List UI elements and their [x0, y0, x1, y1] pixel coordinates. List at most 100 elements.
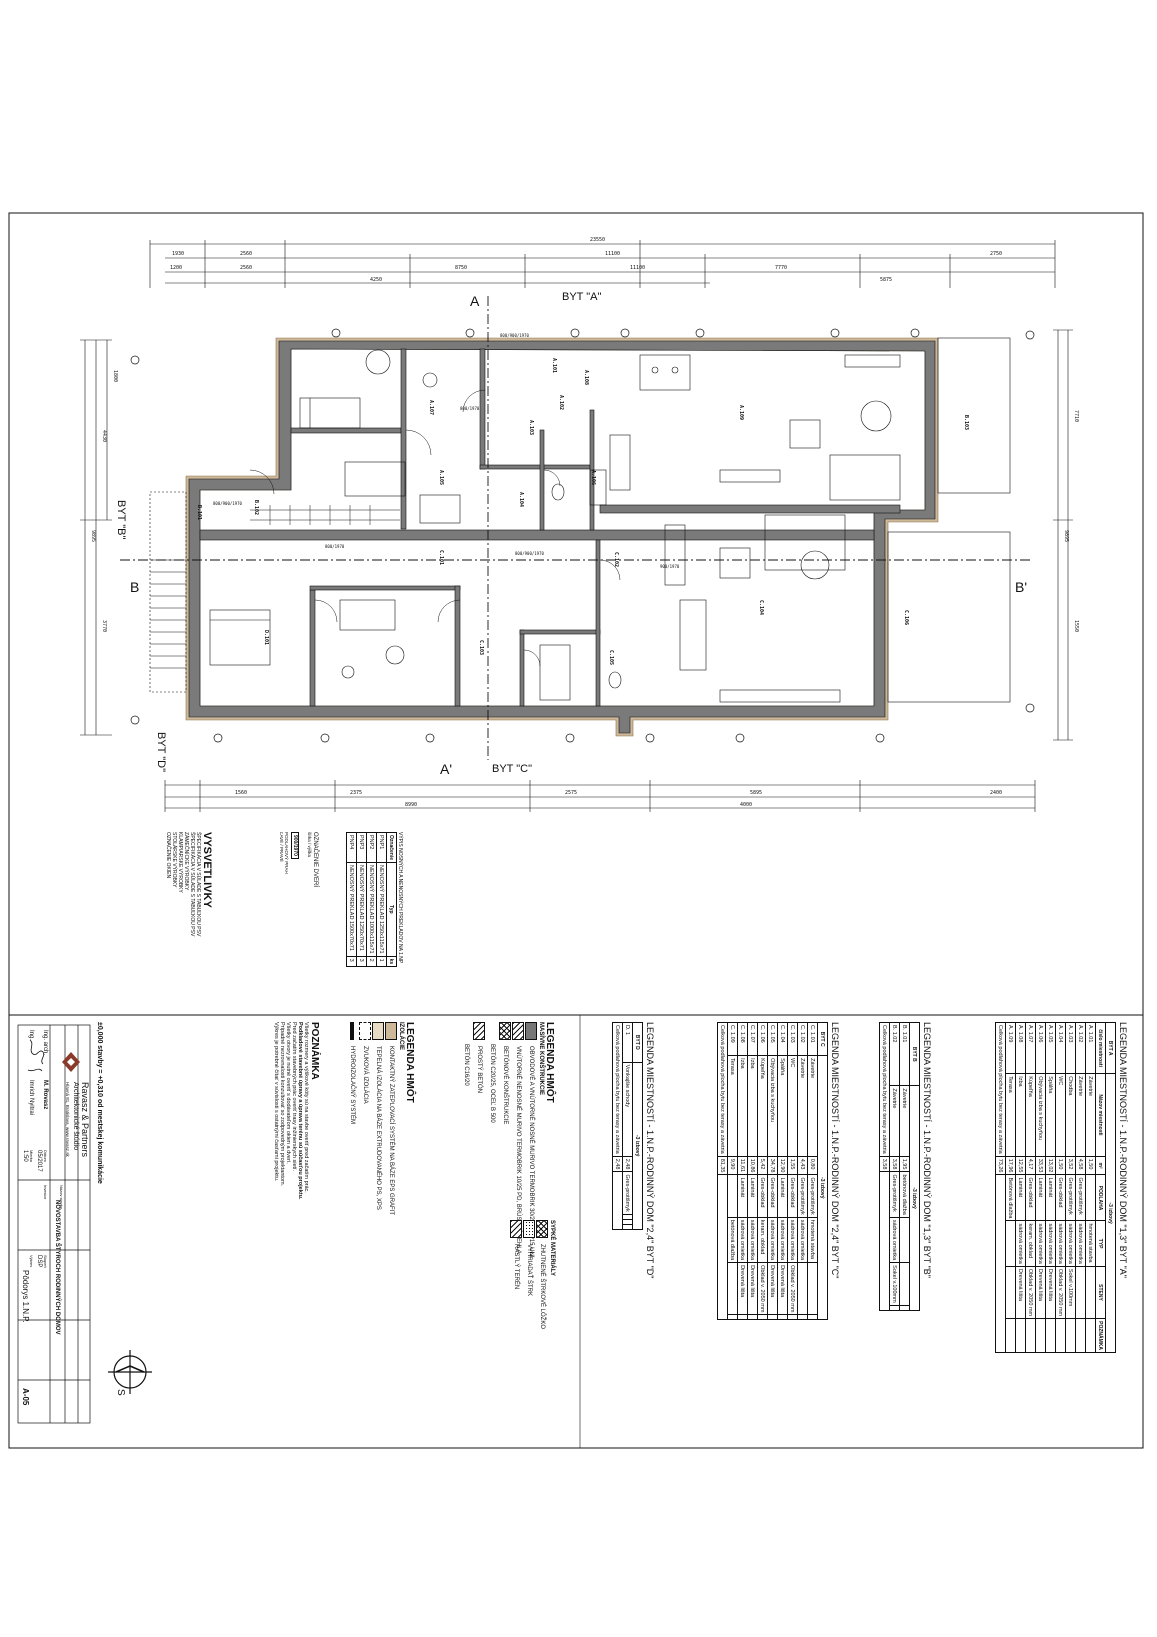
- dim-label: 1800: [112, 370, 118, 382]
- cell: [737, 1314, 748, 1320]
- cell: 2,48: [622, 1156, 633, 1172]
- legend-row: ZVUKOVÁ IZOLÁCIA: [359, 1022, 372, 1272]
- cell: 5,42: [757, 1156, 768, 1175]
- cell: [1055, 1318, 1066, 1353]
- cell: [1075, 1318, 1086, 1353]
- header: Názov miestnosti: [1095, 1073, 1106, 1157]
- title-drawn-label: Ing.: [28, 1030, 34, 1041]
- notes-bold-line: ±0,000 stavby = +0,310 od mestskej komun…: [96, 1022, 103, 1184]
- cell: [1005, 1220, 1016, 1267]
- cell: Gres-protišmyk: [1075, 1174, 1086, 1221]
- dims-bottom: [164, 780, 1036, 812]
- cell: 12,55: [1015, 1156, 1026, 1175]
- title-drawing: Pôdorys 1.N.P.: [21, 1270, 30, 1323]
- cell: Laminát: [737, 1174, 748, 1218]
- cell: Laminát: [747, 1174, 758, 1218]
- cell: Obývacia izba s kuchyňou: [767, 1055, 778, 1157]
- cell: sádrová omietka: [1075, 1220, 1086, 1267]
- vysvetlivky-title: VYSVETLIVKY: [201, 832, 213, 908]
- swatch-masonry: [525, 1022, 538, 1040]
- cell: 0,80: [807, 1156, 818, 1175]
- cell: Gres-protišmyk: [622, 1171, 633, 1215]
- header: PODLAHA: [1095, 1174, 1106, 1221]
- room-label: A.107: [428, 400, 434, 415]
- cell: sádrová omietka: [737, 1217, 748, 1263]
- cell: 33,53: [1035, 1156, 1046, 1175]
- title-scale: 1:50: [22, 1150, 28, 1162]
- lintel-table: VÝPIS NOSNÝCH A NENOSNÝCH PREKLADOV NA 1…: [346, 832, 403, 967]
- cell: Vonkajšie schody: [622, 1062, 633, 1157]
- cell: 3: [346, 956, 357, 967]
- door-key-line: 900/1970: [291, 832, 299, 859]
- swatch-concrete: [499, 1022, 512, 1040]
- cell: keram. obklad: [1025, 1220, 1036, 1267]
- legend-insulation: LEGENDA HMÔT IZOLÁCIE KONTAKTNÝ ZATEPLOV…: [346, 1022, 415, 1272]
- cell: 1,50: [1085, 1156, 1096, 1175]
- flat-label-a: BYT "A": [562, 291, 601, 303]
- cell: [1005, 1266, 1016, 1319]
- legend-flat-b-title: LEGENDA MIESTNOSTÍ - 1.N.P.-RODINNÝ DOM …: [922, 1022, 932, 1278]
- title-investor-label: Investor: [43, 1185, 48, 1200]
- overall-dimension: 23550: [590, 237, 605, 243]
- legend-flat-c-title: LEGENDA MIESTNOSTÍ - 1.N.P.-RODINNÝ DOM …: [830, 1022, 840, 1279]
- cell: sádrová omietka: [1055, 1220, 1066, 1267]
- cell: A. 1.05: [1045, 1022, 1056, 1074]
- title-firm-sub: Architektonické štúdio: [72, 1082, 79, 1151]
- cell: Laminát: [1035, 1174, 1046, 1221]
- cell: Obklad v. 2050 mm: [1025, 1266, 1036, 1319]
- legend-row: ZHUTNENÉ ŠTRKOVÉ LÔŽKO: [536, 1220, 549, 1340]
- cell: 4,58: [1075, 1156, 1086, 1175]
- title-author-label: Ing. arch.: [42, 1030, 48, 1056]
- cell: sádrová omietka: [767, 1217, 778, 1263]
- room-label: C.102: [613, 552, 619, 567]
- cell: PNP1: [376, 832, 387, 863]
- legend-item: BETÓNOVÉ KONŠTRUKCIE: [502, 1046, 509, 1125]
- door-key-line: šírka / výška: [307, 832, 312, 858]
- cell: [1025, 1318, 1036, 1353]
- cell: [807, 1262, 818, 1315]
- room-label: C.105: [608, 650, 614, 665]
- legend-item: BETÓN C16/20: [463, 1044, 470, 1086]
- dims-left-labels: 9895 4430 1800 3770 9895 7710 1550: [90, 370, 1079, 632]
- room-label: B.103: [963, 415, 969, 430]
- room-label: A.104: [518, 492, 524, 507]
- legend-item: TEPELNÁ IZOLÁCIA NA BÁZE EXTRUDOVANÉHO P…: [375, 1046, 382, 1210]
- cell: B. 1.01: [899, 1022, 910, 1086]
- cell: Chodba: [1065, 1073, 1076, 1157]
- swatch-gravel: [523, 1220, 536, 1238]
- dim-label: 1200: [170, 265, 182, 271]
- title-firm-addr: Hlavná 81, Bratislava, www.ravasz.sk: [65, 1082, 70, 1157]
- axis-bubbles: [130, 328, 1035, 743]
- cell: sádrová omietka: [1045, 1220, 1056, 1267]
- cell: [807, 1314, 818, 1320]
- stairs: [150, 559, 186, 669]
- cell: sádrová omietka: [777, 1217, 788, 1263]
- dim-label: 4250: [370, 277, 382, 283]
- notes-title: POZNÁMKA: [309, 1022, 320, 1080]
- cell: Terasa: [1005, 1073, 1016, 1157]
- cell: [1015, 1318, 1026, 1353]
- title-date-label: Dátum: [43, 1150, 48, 1162]
- cell: [1045, 1318, 1056, 1353]
- cell: Obklad v. 2050 mm: [757, 1262, 768, 1315]
- door-tag: 800/900/1970: [500, 333, 529, 338]
- cell: Sokel v.100mm: [889, 1262, 900, 1306]
- cell: sádrová omietka: [889, 1217, 900, 1263]
- cell: Izba: [1015, 1073, 1026, 1157]
- cell: Gres-protišmyk: [807, 1174, 818, 1218]
- terraces: [149, 337, 1011, 703]
- dim-label: 5895: [750, 790, 762, 796]
- dim-label: 2375: [350, 790, 362, 796]
- cell: Gres-protišmyk: [1065, 1174, 1076, 1221]
- cell: Závetrie: [807, 1055, 818, 1157]
- title-drawn: Imrich Nyitrai: [28, 1080, 34, 1116]
- legend-secondary-title: SYPKÉ MATERIÁLY: [549, 1220, 555, 1277]
- total: 81,35: [717, 1156, 728, 1175]
